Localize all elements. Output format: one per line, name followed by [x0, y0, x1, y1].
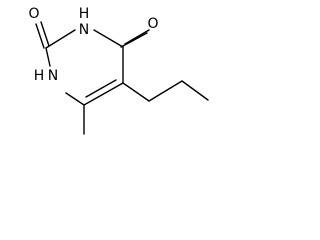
bond-c4-o-upper-right-b	[124, 29, 150, 45]
bond-n3-c4	[93, 29, 124, 48]
atom-label-n1: N	[48, 68, 58, 84]
bond-c2-o-upper-left-a	[35, 23, 45, 49]
chemical-structure: O H N O H N	[28, 6, 209, 135]
bond-propyl-2	[148, 80, 183, 102]
bond-propyl-1	[122, 82, 150, 102]
bond-c2-o-upper-left-b	[40, 21, 50, 47]
atom-label-o-upper-left: O	[28, 6, 39, 22]
bond-propyl-3	[181, 80, 209, 101]
atom-label-o-upper-right: O	[147, 16, 158, 32]
bond-c6-n1	[65, 92, 85, 106]
bond-n1-c2	[45, 47, 51, 67]
bond-c4-o-upper-right-a	[120, 32, 148, 48]
bond-c5-c6-inner	[85, 79, 117, 98]
bond-c2-n3	[45, 29, 76, 49]
bond-c5-c6	[83, 82, 124, 106]
atom-label-n1-h: H	[34, 68, 45, 84]
atom-label-n3: N	[79, 22, 89, 38]
atom-label-n3-h: H	[79, 6, 90, 22]
